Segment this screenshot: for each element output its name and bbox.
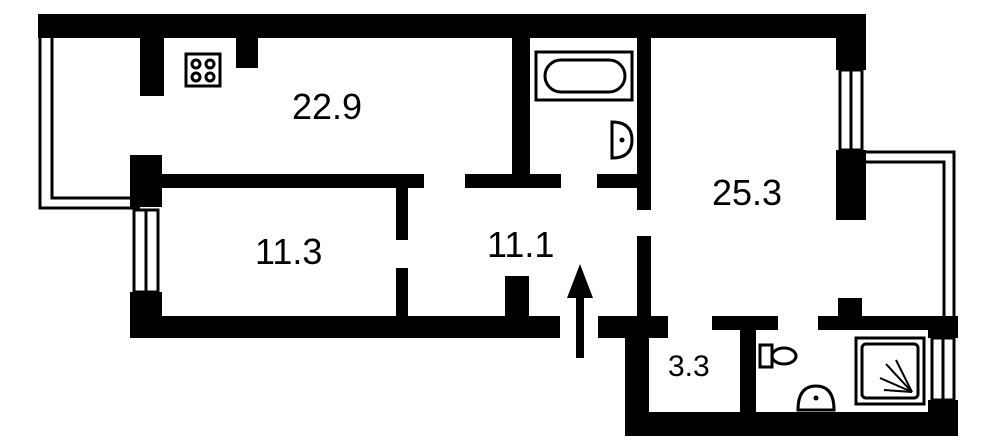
balcony-right-icon [866, 150, 956, 316]
wall-kitchen-bath [512, 38, 530, 188]
wall-hall-top-right [597, 174, 649, 188]
window-right-lower-icon [930, 336, 956, 402]
wall-right-upper [836, 14, 866, 70]
wall-hall-stub [505, 276, 529, 320]
wall-lower-right-top [928, 316, 958, 338]
wall-bottom-left [130, 316, 560, 338]
bathtub-icon [534, 50, 634, 102]
wall-small-room-right [740, 316, 756, 412]
window-right-upper-icon [838, 68, 864, 152]
entrance-arrow-icon [567, 264, 593, 358]
stove-icon [184, 52, 222, 88]
living-room-area-label: 25.3 [712, 172, 783, 213]
kitchen-area-label: 22.9 [292, 86, 363, 127]
toilet-icon [758, 343, 798, 369]
window-left-icon [132, 208, 160, 294]
wall-lower-bottom [625, 412, 958, 436]
wall-top-stub [236, 38, 258, 68]
wall-bedroom-top [140, 174, 424, 188]
balcony-left-icon [38, 38, 140, 210]
bedroom-area-label: 11.3 [255, 231, 323, 272]
small-sink-icon [796, 384, 836, 412]
wall-bedroom-right-upper [396, 188, 408, 240]
wall-hall-top-left [465, 174, 561, 188]
hall-area-label: 11.1 [487, 224, 555, 265]
small-room-area-label: 3.3 [668, 350, 710, 383]
wall-top [38, 14, 866, 38]
wall-right-mid [836, 150, 866, 220]
wall-bath-living [637, 38, 651, 210]
wall-top-left-block [140, 14, 164, 96]
wall-lower-right-bottom [928, 400, 958, 436]
shower-icon [854, 336, 926, 406]
wall-bedroom-right-lower [396, 268, 408, 318]
sink-icon [610, 120, 634, 160]
wall-hall-right [637, 236, 651, 326]
